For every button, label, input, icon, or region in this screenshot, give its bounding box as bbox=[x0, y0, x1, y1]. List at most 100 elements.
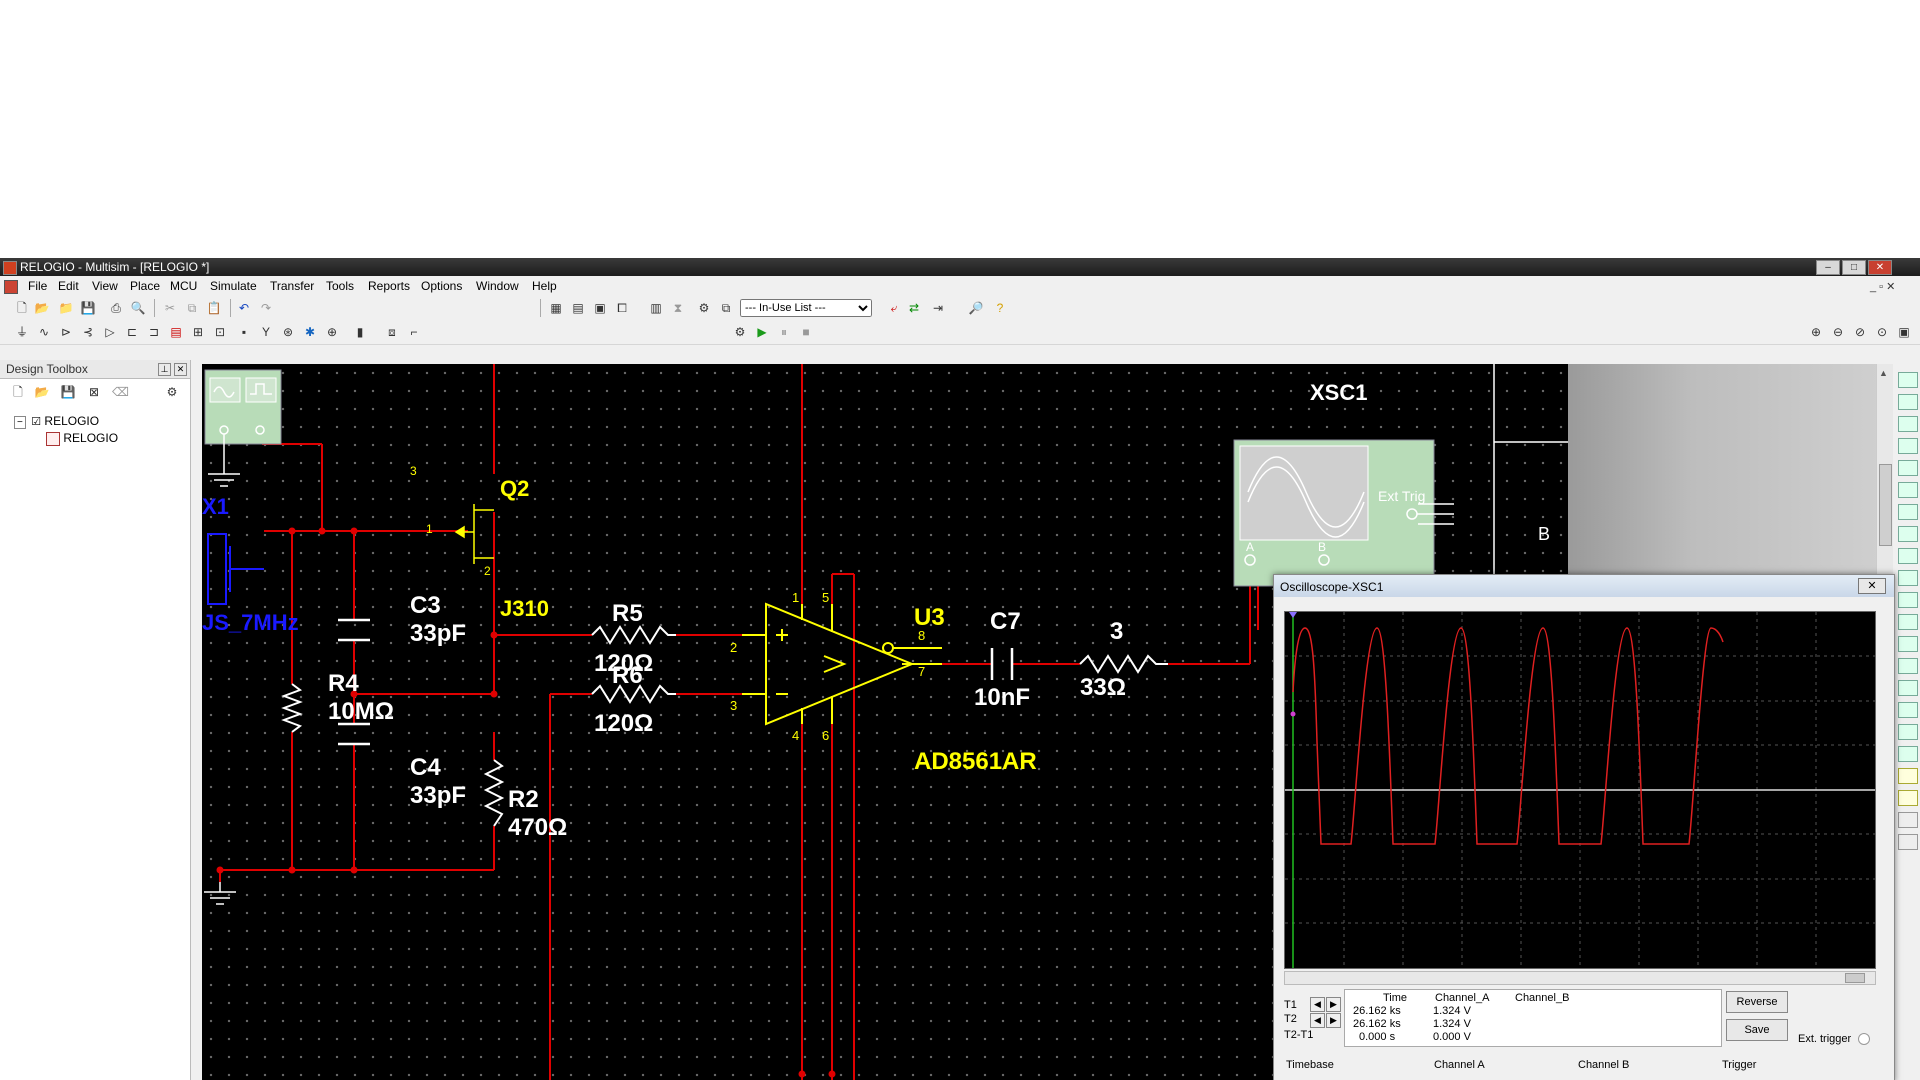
electromechanical-icon[interactable]: ⊕ bbox=[326, 325, 338, 339]
find-examples-icon[interactable]: 🔎 bbox=[968, 301, 984, 315]
misc-icon[interactable]: Y bbox=[261, 325, 270, 339]
menu-place[interactable]: Place bbox=[130, 279, 161, 293]
bus-icon[interactable]: ⌐ bbox=[410, 325, 418, 339]
labview-instrument-icon[interactable] bbox=[1898, 768, 1918, 784]
tree-collapse-icon[interactable]: − bbox=[14, 416, 26, 429]
cmos-icon[interactable]: ⊐ bbox=[148, 325, 160, 339]
print-preview-icon[interactable]: 🔍 bbox=[130, 301, 146, 315]
zoom-fit-icon[interactable]: ⊙ bbox=[1876, 325, 1888, 339]
ext-trigger-radio[interactable] bbox=[1858, 1033, 1870, 1045]
tektronix-oscilloscope-icon[interactable] bbox=[1898, 746, 1918, 762]
open-design-icon[interactable]: 📂 bbox=[34, 385, 50, 399]
logic-analyzer-icon[interactable] bbox=[1898, 570, 1918, 586]
menu-options[interactable]: Options bbox=[421, 279, 463, 293]
oscilloscope-xsc1-instrument[interactable] bbox=[1233, 439, 1454, 587]
mcu-icon[interactable]: ▮ bbox=[356, 325, 364, 339]
redo-icon[interactable]: ↷ bbox=[260, 301, 272, 315]
pin-panel-icon[interactable]: ⊥ bbox=[158, 363, 171, 376]
stop-simulation-icon[interactable]: ■ bbox=[802, 325, 810, 339]
resistor-r4[interactable] bbox=[281, 683, 303, 733]
postprocessor-icon[interactable]: ⧠ bbox=[617, 301, 627, 315]
comparator-u3[interactable] bbox=[742, 602, 942, 726]
current-probe-icon[interactable] bbox=[1898, 812, 1918, 828]
menu-tools[interactable]: Tools bbox=[326, 279, 355, 293]
agilent-oscilloscope-icon[interactable] bbox=[1898, 724, 1918, 740]
function-generator-xfg[interactable] bbox=[204, 369, 282, 487]
multimeter-icon[interactable] bbox=[1898, 372, 1918, 388]
transistor-icon[interactable]: ⊰ bbox=[82, 325, 94, 339]
scroll-up-icon[interactable]: ▲ bbox=[1879, 368, 1888, 378]
resistor-r6[interactable] bbox=[591, 684, 676, 704]
jfet-q2[interactable] bbox=[454, 504, 494, 564]
spectrum-analyzer-icon[interactable] bbox=[1898, 636, 1918, 652]
delete-icon[interactable]: ⌫ bbox=[112, 385, 129, 399]
scope-scroll-thumb[interactable] bbox=[1845, 973, 1865, 983]
pause-simulation-icon[interactable]: ⏸ bbox=[780, 325, 787, 339]
t2-right-arrow-icon[interactable]: ▶ bbox=[1326, 1013, 1341, 1028]
new-icon[interactable]: 🗋 bbox=[17, 301, 27, 315]
wattmeter-icon[interactable] bbox=[1898, 416, 1918, 432]
zoom-out-icon[interactable]: ⊖ bbox=[1832, 325, 1844, 339]
undo-icon[interactable]: ↶ bbox=[238, 301, 250, 315]
capacitor-c7[interactable] bbox=[990, 648, 1014, 680]
menu-file[interactable]: File bbox=[28, 279, 48, 293]
scope-cursor-handle[interactable] bbox=[1289, 612, 1297, 618]
database-manager-icon[interactable]: ▥ bbox=[650, 301, 662, 315]
menu-view[interactable]: View bbox=[92, 279, 118, 293]
tree-root-label[interactable]: RELOGIO bbox=[44, 414, 100, 428]
simulate-settings-icon[interactable]: ⚙ bbox=[734, 325, 746, 339]
capacitor-c3[interactable] bbox=[338, 618, 370, 642]
run-simulation-icon[interactable]: ▶ bbox=[757, 325, 767, 339]
maximize-button[interactable]: □ bbox=[1842, 260, 1866, 275]
ttl-icon[interactable]: ⊏ bbox=[126, 325, 138, 339]
forward-annotate-icon[interactable]: ⇥ bbox=[932, 301, 944, 315]
logic-converter-icon[interactable] bbox=[1898, 548, 1918, 564]
save-design-icon[interactable]: 💾 bbox=[60, 385, 76, 399]
close-design-icon[interactable]: ⊠ bbox=[88, 385, 100, 399]
agilent-multimeter-icon[interactable] bbox=[1898, 702, 1918, 718]
crystal-x1[interactable] bbox=[207, 533, 264, 605]
minimize-button[interactable]: – bbox=[1816, 260, 1840, 275]
menu-edit[interactable]: Edit bbox=[58, 279, 79, 293]
paste-icon[interactable]: 📋 bbox=[206, 301, 222, 315]
rf-icon[interactable]: ✱ bbox=[304, 325, 316, 339]
in-use-list-select[interactable]: --- In-Use List --- bbox=[740, 299, 872, 317]
analog-icon[interactable]: ▷ bbox=[105, 325, 115, 339]
spreadsheet-icon[interactable]: ▤ bbox=[572, 301, 584, 315]
iv-analyzer-icon[interactable] bbox=[1898, 592, 1918, 608]
agilent-generator-icon[interactable] bbox=[1898, 680, 1918, 696]
frequency-counter-icon[interactable] bbox=[1898, 504, 1918, 520]
tree-root-row[interactable]: − ☑ RELOGIO bbox=[14, 414, 100, 429]
t2-left-arrow-icon[interactable]: ◀ bbox=[1310, 1013, 1325, 1028]
copy-icon[interactable]: ⧉ bbox=[187, 301, 197, 315]
close-panel-icon[interactable]: ✕ bbox=[174, 363, 187, 376]
measurement-probe-icon[interactable] bbox=[1898, 834, 1918, 850]
capacitor-c4[interactable] bbox=[338, 722, 370, 746]
save-icon[interactable]: 💾 bbox=[80, 301, 96, 315]
close-button[interactable]: ✕ bbox=[1868, 260, 1892, 275]
grapher-icon[interactable]: ▣ bbox=[594, 301, 606, 315]
distortion-analyzer-icon[interactable] bbox=[1898, 614, 1918, 630]
save-button[interactable]: Save bbox=[1726, 1019, 1788, 1041]
oscilloscope-icon[interactable] bbox=[1898, 438, 1918, 454]
scope-horizontal-scrollbar[interactable] bbox=[1284, 971, 1876, 985]
hierarchy-icon[interactable]: ⧉ bbox=[721, 301, 731, 315]
oscilloscope-close-button[interactable]: ✕ bbox=[1858, 578, 1886, 594]
cut-icon[interactable]: ✂ bbox=[164, 301, 176, 315]
full-screen-icon[interactable]: ▣ bbox=[1898, 325, 1910, 339]
menu-simulate[interactable]: Simulate bbox=[210, 279, 257, 293]
reverse-button[interactable]: Reverse bbox=[1726, 991, 1788, 1013]
t1-left-arrow-icon[interactable]: ◀ bbox=[1310, 997, 1325, 1012]
menu-mcu[interactable]: MCU bbox=[170, 279, 198, 293]
mixed-icon[interactable]: ⊞ bbox=[192, 325, 204, 339]
transfer-to-ultiboard-icon[interactable]: ⤶ bbox=[890, 301, 898, 315]
bode-plotter-icon[interactable] bbox=[1898, 482, 1918, 498]
network-analyzer-icon[interactable] bbox=[1898, 658, 1918, 674]
open-icon[interactable]: 📂 bbox=[34, 301, 50, 315]
menu-window[interactable]: Window bbox=[476, 279, 519, 293]
tree-child-label[interactable]: RELOGIO bbox=[63, 431, 119, 445]
zoom-in-icon[interactable]: ⊕ bbox=[1810, 325, 1822, 339]
electrical-rules-check-icon[interactable]: ⚙ bbox=[698, 301, 710, 315]
scope-display[interactable] bbox=[1284, 611, 1876, 969]
source-icon[interactable]: ⏚ bbox=[15, 325, 28, 339]
